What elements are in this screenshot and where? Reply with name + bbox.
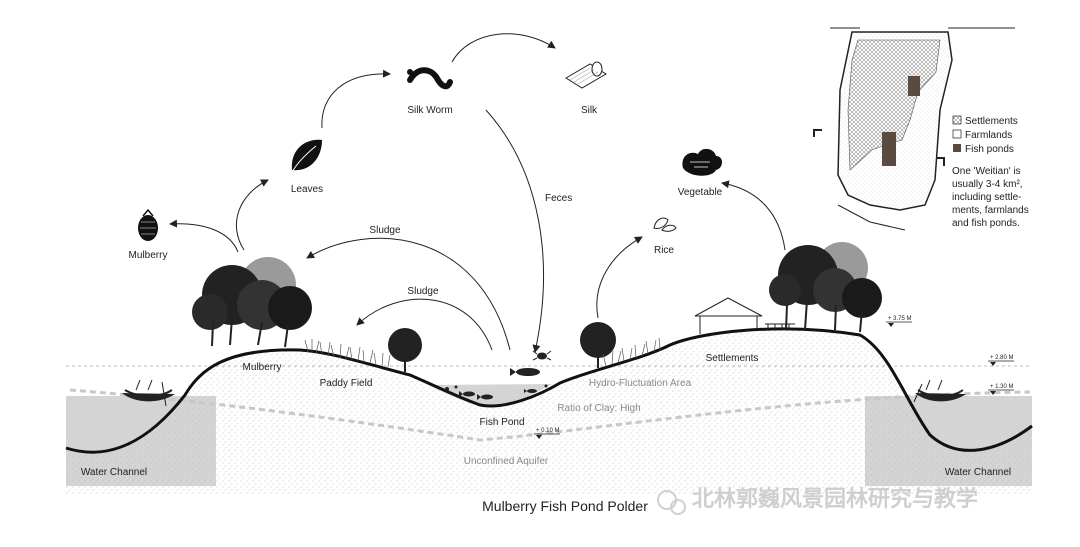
label-sludge-upper: Sludge [369, 225, 401, 236]
section-mark-right [936, 157, 945, 166]
svg-text:+ 2.80 M: + 2.80 M [990, 355, 1014, 361]
crab-icon [532, 350, 552, 361]
legend-note-line: and fish ponds. [952, 218, 1020, 229]
svg-text:+ 1.30 M: + 1.30 M [990, 384, 1014, 390]
legend-swatch-settlements [952, 115, 962, 125]
label-feces: Feces [545, 193, 572, 204]
flow-arrows [169, 33, 786, 353]
legend-swatch-farmlands [952, 129, 962, 139]
label-unconfined-aquifer: Unconfined Aquifer [464, 456, 549, 467]
label-hydro-fluctuation: Hydro-Fluctuation Area [589, 378, 692, 389]
legend-note-line: usually 3-4 km², [952, 179, 1023, 190]
arrow-leaves-to-silkworm [321, 69, 391, 129]
arrow-sludge-upper [306, 237, 511, 351]
silk-worm-icon [407, 67, 453, 90]
legend-note-line: One 'Weitian' is [952, 166, 1021, 177]
label-vegetable: Vegetable [678, 187, 723, 198]
legend-note-line: including settle- [952, 192, 1021, 203]
section-mark-left [813, 129, 822, 137]
silk-roll-icon [565, 61, 607, 89]
label-mulberry-bank: Mulberry [243, 362, 282, 373]
cycle-labels: Silk Worm Silk Leaves Mulberry Feces Slu… [129, 105, 723, 297]
arrow-silkworm-feces-to-pond [485, 109, 544, 353]
label-fish-pond: Fish Pond [479, 417, 524, 428]
rice-icon [653, 217, 677, 232]
label-mulberry-fruit: Mulberry [129, 250, 168, 261]
label-leaves: Leaves [291, 184, 323, 195]
site-plan-fishpond-1 [908, 76, 920, 96]
pond-fish [445, 368, 548, 400]
arrow-to-rice [596, 236, 643, 319]
label-silk-worm: Silk Worm [407, 105, 452, 116]
leaf-icon [291, 139, 322, 173]
elevation-280: + 2.80 M [988, 355, 1014, 366]
elevation-375: + 3.75 M [886, 316, 912, 327]
boat-right [913, 379, 966, 403]
vegetable-icon [682, 148, 722, 176]
label-silk: Silk [581, 105, 598, 116]
figure-title: Mulberry Fish Pond Polder [482, 498, 648, 514]
watermark-text: 北林郭巍风景园林研究与教学 [692, 486, 978, 512]
legend-settlements: Settlements [965, 116, 1018, 127]
legend-note-line: ments, farmlands [952, 205, 1029, 216]
arrow-tree-to-leaves [235, 179, 269, 251]
wechat-icon [657, 490, 686, 515]
ground-section [65, 327, 1033, 495]
legend-farmlands: Farmlands [965, 130, 1012, 141]
tree-pond-right [580, 322, 616, 368]
elevation-markers: + 3.75 M + 2.80 M + 1.30 M + 0.10 M [534, 316, 1014, 439]
svg-text:+ 0.10 M: + 0.10 M [536, 428, 560, 434]
section-labels: Mulberry Paddy Field Fish Pond Settlemen… [81, 353, 1011, 478]
site-plan-inset [813, 27, 1015, 231]
label-rice: Rice [654, 245, 674, 256]
reeds-paddy [304, 339, 391, 368]
arrow-to-vegetable [721, 180, 786, 251]
svg-text:+ 3.75 M: + 3.75 M [888, 316, 912, 322]
label-water-channel-right: Water Channel [945, 467, 1011, 478]
mulberry-fruit-icon [138, 208, 158, 241]
label-sludge-lower: Sludge [407, 286, 439, 297]
tree-cluster-left [192, 257, 312, 348]
site-plan-channel [830, 27, 1015, 231]
label-ratio-of-clay: Ratio of Clay: High [557, 403, 640, 414]
clay-line [69, 388, 1031, 442]
tree-paddy [388, 328, 422, 372]
legend: Settlements Farmlands Fish ponds One 'We… [952, 115, 1029, 229]
soil-body [66, 328, 1032, 495]
elevation-130: + 1.30 M [988, 384, 1014, 395]
elevation-010: + 0.10 M [534, 428, 560, 439]
boat-left [122, 379, 175, 407]
arrow-tree-to-mulberry [169, 219, 239, 253]
ground-profile [65, 327, 1033, 454]
reeds-right [602, 337, 661, 367]
legend-swatch-fish-ponds [953, 144, 961, 152]
tree-cluster-right [769, 242, 882, 333]
label-settlements: Settlements [706, 353, 759, 364]
arrow-sludge-lower [356, 298, 493, 351]
settlement-house [694, 297, 795, 334]
site-plan-fishpond-2 [882, 132, 896, 166]
label-paddy-field: Paddy Field [320, 378, 373, 389]
arrow-silkworm-to-silk [451, 33, 556, 63]
label-water-channel-left: Water Channel [81, 467, 147, 478]
legend-fish-ponds: Fish ponds [965, 144, 1014, 155]
